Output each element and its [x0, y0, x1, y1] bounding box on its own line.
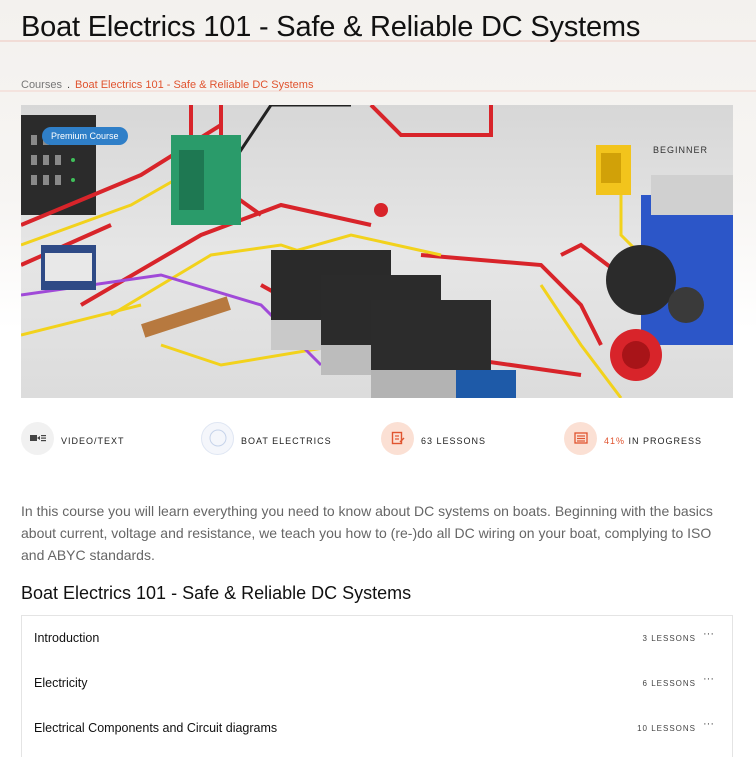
section-lesson-count: 6 LESSONS	[642, 679, 696, 688]
section-lesson-count: 10 LESSONS	[637, 724, 696, 733]
section-lesson-count: 3 LESSONS	[642, 634, 696, 643]
breadcrumb: Courses. Boat Electrics 101 - Safe & Reli…	[21, 79, 313, 91]
section-name: Electricity	[34, 676, 88, 690]
stat-category-label: BOAT ELECTRICS	[241, 436, 332, 446]
section-name: Introduction	[34, 631, 100, 645]
video-text-icon	[21, 421, 54, 455]
stat-progress: 41% IN PROGRESS	[564, 420, 702, 456]
curriculum-list: Introduction 3 LESSONS ··· Electricity 6…	[21, 615, 733, 757]
background-decoration	[0, 90, 756, 92]
lessons-icon	[381, 421, 414, 455]
premium-course-badge: Premium Course	[42, 127, 128, 145]
course-description: In this course you will learn everything…	[21, 503, 713, 563]
course-hero-image: Premium Course BEGINNER	[21, 105, 733, 398]
progress-status: IN PROGRESS	[628, 436, 703, 446]
more-options-icon[interactable]: ···	[703, 628, 714, 640]
stat-lessons-label: 63 LESSONS	[421, 436, 487, 446]
level-badge: BEGINNER	[652, 145, 708, 155]
more-options-icon[interactable]: ···	[703, 718, 714, 730]
stat-format: VIDEO/TEXT	[21, 420, 125, 456]
curriculum-title: Boat Electrics 101 - Safe & Reliable DC …	[21, 583, 412, 603]
stat-lessons: 63 LESSONS	[381, 420, 486, 456]
boat-electrics-icon	[201, 421, 234, 455]
stat-progress-label: 41% IN PROGRESS	[604, 436, 702, 446]
breadcrumb-courses-link[interactable]: Courses	[21, 79, 62, 91]
curriculum-section-introduction[interactable]: Introduction 3 LESSONS ···	[22, 616, 732, 661]
breadcrumb-separator: .	[66, 79, 71, 91]
breadcrumb-current[interactable]: Boat Electrics 101 - Safe & Reliable DC …	[75, 79, 314, 91]
curriculum-section-electricity[interactable]: Electricity 6 LESSONS ···	[22, 661, 732, 706]
course-stats: VIDEO/TEXT BOAT ELECTRICS 63 LESSONS 41%…	[21, 420, 735, 460]
progress-percent: 41%	[604, 436, 626, 446]
boat-electrics-illustration	[21, 105, 733, 398]
more-options-icon[interactable]: ···	[703, 673, 714, 685]
stat-format-label: VIDEO/TEXT	[61, 436, 125, 446]
stat-category: BOAT ELECTRICS	[201, 420, 332, 456]
background-decoration	[0, 40, 756, 42]
section-name: Electrical Components and Circuit diagra…	[34, 721, 278, 735]
page-title: Boat Electrics 101 - Safe & Reliable DC …	[21, 11, 641, 43]
curriculum-section-components[interactable]: Electrical Components and Circuit diagra…	[22, 706, 732, 751]
progress-icon	[564, 421, 597, 455]
